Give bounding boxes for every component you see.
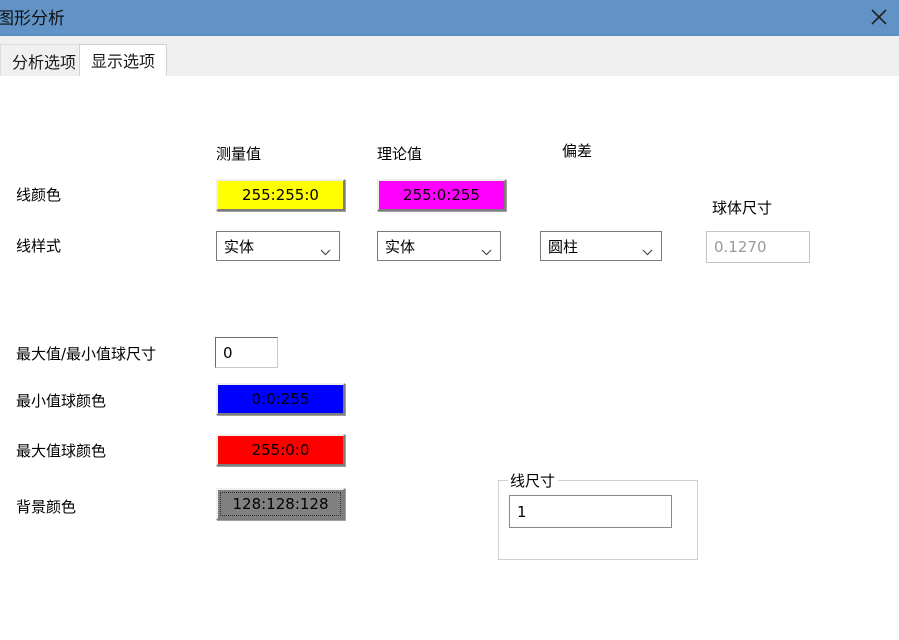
column-header-measured: 测量值 <box>216 145 262 163</box>
min-sphere-color-button[interactable]: 0:0:255 <box>216 383 345 415</box>
label-line-style: 线样式 <box>16 237 62 255</box>
tab-label: 分析选项 <box>12 52 77 72</box>
line-color-measured-value: 255:255:0 <box>242 186 319 204</box>
column-header-theoretical: 理论值 <box>377 145 423 163</box>
line-style-theoretical-value: 实体 <box>385 238 416 256</box>
chevron-down-icon <box>642 242 653 256</box>
background-color-value: 128:128:128 <box>232 495 329 513</box>
column-header-deviation: 偏差 <box>562 142 593 160</box>
minmax-sphere-size-input[interactable] <box>215 337 278 368</box>
label-minmax-sphere-size: 最大值/最小值球尺寸 <box>16 345 157 363</box>
tab-display-options[interactable]: 显示选项 <box>79 44 168 76</box>
line-color-theoretical-button[interactable]: 255:0:255 <box>377 179 506 211</box>
label-min-sphere-color: 最小值球颜色 <box>16 392 107 410</box>
sphere-size-input[interactable] <box>706 231 810 263</box>
close-icon[interactable] <box>861 0 897 34</box>
label-sphere-size: 球体尺寸 <box>712 199 773 217</box>
label-background-color: 背景颜色 <box>16 498 77 516</box>
line-size-groupbox-title: 线尺寸 <box>508 470 559 491</box>
background-color-button[interactable]: 128:128:128 <box>216 488 345 520</box>
title-bar: 图形分析 <box>0 0 899 36</box>
tab-analysis-options[interactable]: 分析选项 <box>0 44 89 76</box>
line-style-deviation-value: 圆柱 <box>548 238 579 256</box>
line-style-measured-dropdown[interactable]: 实体 <box>216 231 340 261</box>
label-line-color: 线颜色 <box>16 186 62 204</box>
line-size-groupbox: 线尺寸 <box>498 470 698 560</box>
display-options-panel: 测量值 理论值 偏差 线颜色 255:255:0 255:0:255 球体尺寸 … <box>0 76 899 640</box>
max-sphere-color-button[interactable]: 255:0:0 <box>216 434 345 466</box>
chevron-down-icon <box>320 242 331 256</box>
chevron-down-icon <box>481 242 492 256</box>
tab-strip: 分析选项 显示选项 <box>0 36 899 77</box>
line-color-theoretical-value: 255:0:255 <box>403 186 480 204</box>
max-sphere-color-value: 255:0:0 <box>251 441 310 459</box>
label-max-sphere-color: 最大值球颜色 <box>16 442 107 460</box>
window-title: 图形分析 <box>0 9 65 29</box>
line-color-measured-button[interactable]: 255:255:0 <box>216 179 345 211</box>
line-style-theoretical-dropdown[interactable]: 实体 <box>377 231 501 261</box>
line-style-deviation-dropdown[interactable]: 圆柱 <box>540 231 662 261</box>
line-style-measured-value: 实体 <box>224 238 255 256</box>
line-size-input[interactable] <box>509 495 672 528</box>
tab-label: 显示选项 <box>91 52 156 71</box>
min-sphere-color-value: 0:0:255 <box>251 390 310 408</box>
